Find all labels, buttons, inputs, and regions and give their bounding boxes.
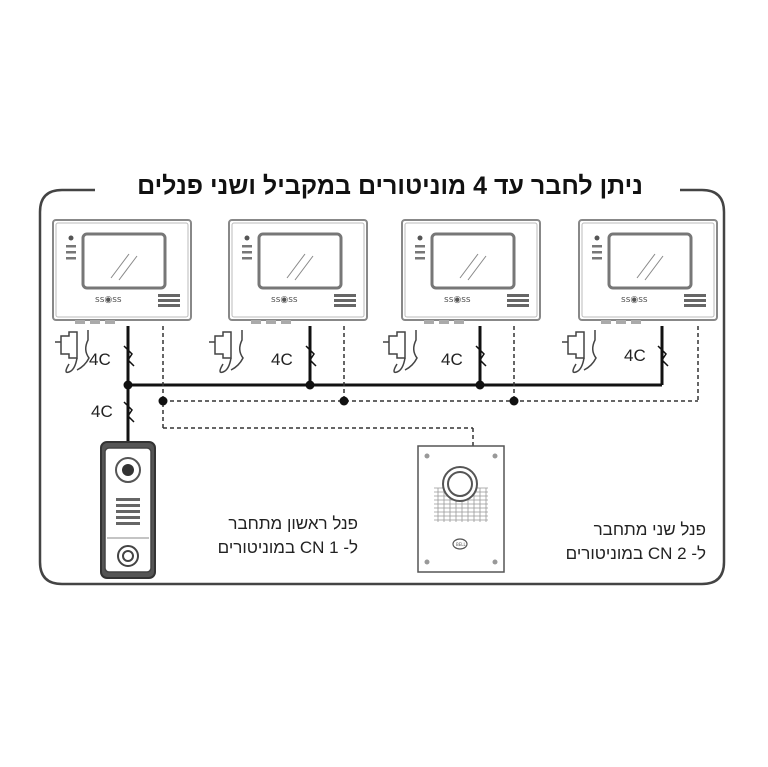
monitor-2-cable-label: 4C (271, 350, 293, 369)
door-panel-2: BELL (417, 445, 505, 573)
monitor-4-cable-label: 4C (624, 346, 646, 365)
panel-1-caption-line-2: ל- CN 1 במוניטורים (217, 538, 358, 557)
monitor-3: ꜱꜱ◉ꜱꜱ (401, 219, 541, 324)
diagram-title: ניתן לחבר עד 4 מוניטורים במקביל ושני פנל… (100, 172, 680, 201)
solid-bus-junctions (123, 380, 485, 390)
panel-1-caption-line-1: פנל ראשון מתחבר (228, 514, 358, 533)
panel-2-caption: פנל שני מתחבר ל- CN 2 במוניטורים (528, 518, 706, 566)
panel-2-caption-line-1: פנל שני מתחבר (593, 520, 706, 539)
monitor-4: ꜱꜱ◉ꜱꜱ (578, 219, 718, 324)
panel-2-caption-line-2: ל- CN 2 במוניטורים (565, 544, 706, 563)
svg-text:ꜱꜱ◉ꜱꜱ: ꜱꜱ◉ꜱꜱ (621, 295, 648, 305)
monitor-1-cable-label: 4C (89, 350, 111, 369)
monitor-1: ꜱꜱ◉ꜱꜱ (52, 219, 192, 324)
monitor-3-cable-label: 4C (441, 350, 463, 369)
svg-text:ꜱꜱ◉ꜱꜱ: ꜱꜱ◉ꜱꜱ (271, 295, 298, 305)
door-panel-1 (100, 441, 156, 579)
svg-text:BELL: BELL (456, 542, 467, 547)
svg-text:ꜱꜱ◉ꜱꜱ: ꜱꜱ◉ꜱꜱ (95, 295, 122, 305)
cn1-solid-bus (126, 326, 664, 442)
panel-1-cable-label: 4C (91, 402, 113, 421)
panel-1-caption: פנל ראשון מתחבר ל- CN 1 במוניטורים (180, 512, 358, 560)
monitor-2: ꜱꜱ◉ꜱꜱ (228, 219, 368, 324)
power-adapter-icons (55, 330, 597, 374)
svg-text:ꜱꜱ◉ꜱꜱ: ꜱꜱ◉ꜱꜱ (444, 295, 471, 305)
outer-frame (38, 188, 726, 586)
cn2-dashed-bus (162, 326, 699, 446)
cable-breaks (123, 345, 669, 423)
dashed-bus-junctions (158, 396, 519, 406)
